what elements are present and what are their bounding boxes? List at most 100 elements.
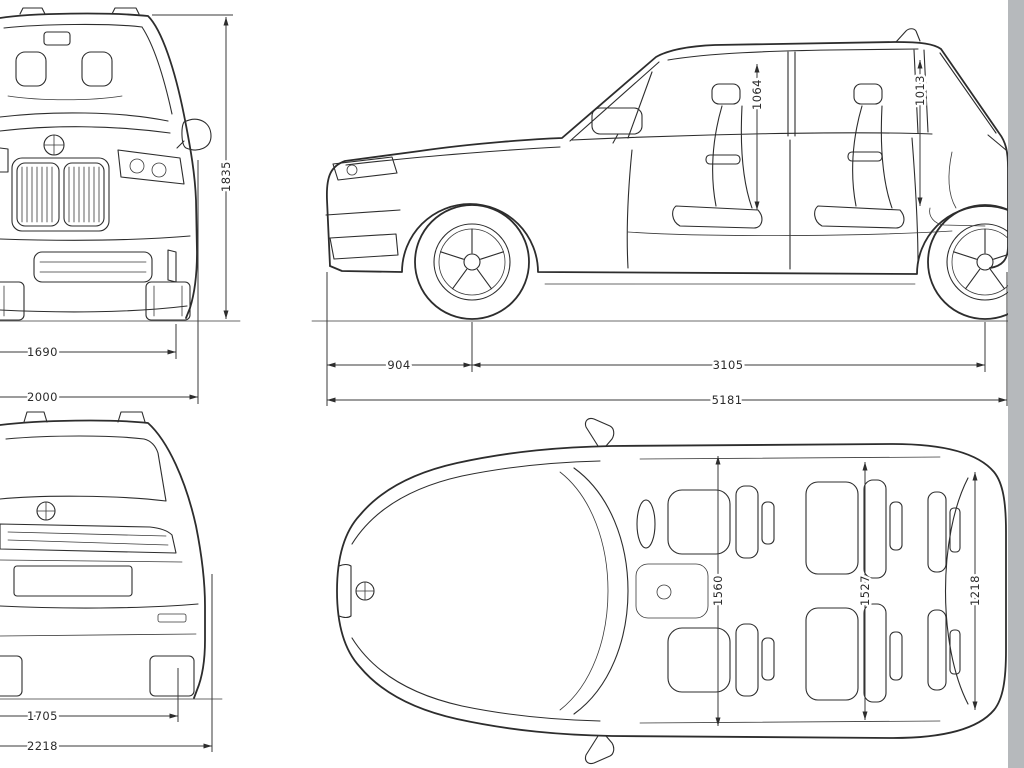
- front-bumper-detail: [325, 209, 401, 260]
- seat-headrest: [949, 507, 961, 553]
- grille-kidney-left: [16, 162, 60, 227]
- dim-height-label: 1835: [219, 161, 233, 192]
- front-hub: [463, 253, 481, 271]
- front-bumper-line: [0, 235, 191, 241]
- rear-tire: [927, 204, 1024, 320]
- reflector-right: [157, 613, 187, 623]
- rear-hub: [976, 253, 994, 271]
- seat-back: [927, 491, 947, 573]
- hood-contours: [351, 460, 601, 722]
- tailgate-seam: [0, 559, 183, 563]
- seat-headrest: [761, 637, 775, 681]
- third-row-hint: [929, 151, 986, 227]
- right-edge-strip: [1008, 0, 1024, 768]
- mirror-bottom: [584, 735, 615, 765]
- side-intake: [167, 249, 177, 283]
- headlight-lens-2: [151, 162, 167, 178]
- seat-cushion: [805, 481, 859, 575]
- rear-window: [0, 435, 167, 502]
- steering-wheel: [636, 499, 656, 549]
- dim-wheelbase-label: 3105: [713, 358, 744, 372]
- front-seat: [672, 105, 763, 229]
- rear-spokes: [953, 228, 1017, 290]
- door-cut-lines: [626, 137, 919, 270]
- glasshouse-top: [667, 48, 919, 61]
- mid-seat-headrest: [853, 83, 883, 105]
- dim-track-label: 1690: [27, 345, 58, 359]
- side-headlight: [332, 156, 398, 181]
- rear-roof-rails: [23, 411, 146, 423]
- rearview-mirror: [43, 31, 71, 46]
- dim-row1-width-label: 1560: [711, 575, 725, 606]
- mirror-right: [176, 118, 212, 151]
- d-pillar-inner: [939, 52, 997, 134]
- mid-seat: [814, 105, 905, 229]
- front-view: 1835 1690 2000: [0, 7, 241, 407]
- grille-kidney-right: [63, 162, 105, 227]
- front-extension-lines: [152, 14, 233, 404]
- seat-headrest: [761, 501, 775, 545]
- roof-edges: [639, 456, 941, 724]
- dim-overhang-label: 904: [387, 358, 410, 372]
- center-console: [635, 563, 709, 619]
- front-seat-headrest: [711, 83, 741, 105]
- cowl-hood-lines: [0, 112, 171, 134]
- seat-back: [735, 485, 759, 559]
- rear-roundel-cross: [36, 501, 56, 521]
- rear-body-outline: [0, 419, 206, 699]
- dim-headroom-front-label: 1064: [750, 79, 764, 110]
- taillight-edge: [987, 134, 1007, 151]
- floor-line: [627, 230, 953, 237]
- side-mirror: [591, 107, 643, 144]
- bmw-roundel-cross: [43, 134, 65, 156]
- dim-rear-track-label: 1705: [27, 709, 58, 723]
- windshield-arc: [573, 467, 629, 715]
- intake-mesh: [39, 261, 147, 273]
- hood-crease: [345, 146, 561, 166]
- seat-back: [927, 609, 947, 691]
- taillight-bar: [0, 523, 177, 554]
- top-roundel-cross: [355, 581, 375, 601]
- nose-grille: [338, 563, 352, 619]
- windshield-inner: [569, 61, 660, 142]
- roof-antenna-fin: [895, 28, 921, 43]
- lower-intake: [33, 251, 153, 283]
- side-headlight-lens: [346, 164, 358, 176]
- seat-back: [863, 603, 887, 703]
- gear-shifter: [656, 584, 672, 600]
- b-pillar: [787, 51, 796, 137]
- seat-back: [735, 623, 759, 697]
- middle-row-seats-plan: [805, 479, 903, 703]
- top-view: 1560 1527 1218: [336, 417, 1007, 765]
- front-body-outline: [0, 12, 198, 319]
- dim-row2-width-label: 1527: [858, 575, 872, 606]
- dim-headroom-rear-label: 1013: [913, 75, 927, 106]
- front-spokes: [440, 228, 504, 290]
- dim-rear-width-label: 2218: [27, 739, 58, 753]
- top-body-outline: [336, 443, 1007, 739]
- seat-headrest: [889, 501, 903, 551]
- headlight-left: [0, 147, 9, 173]
- a-pillar-window-edge: [627, 71, 653, 139]
- rear-window-arc: [944, 477, 969, 705]
- rear-view: 1705 2218: [0, 411, 223, 756]
- side-body-outline: [326, 41, 1009, 269]
- dim-row3-width-label: 1218: [968, 575, 982, 606]
- grille-frame: [11, 157, 110, 232]
- rear-bumper-line: [0, 603, 199, 609]
- third-row-seats-plan: [927, 491, 961, 691]
- seat-headrest: [889, 631, 903, 681]
- mirror-top: [584, 417, 615, 447]
- tire-treads: [3, 285, 183, 317]
- license-plate-recess: [13, 565, 133, 597]
- tire-left: [0, 281, 25, 321]
- side-view: 1064 1013 904 3105 5181: [311, 28, 1024, 410]
- windshield: [3, 23, 173, 115]
- front-bumper-bottom: [0, 305, 188, 313]
- side-extension-lines: [326, 272, 1008, 406]
- front-tire: [414, 204, 530, 320]
- headlight-lens-1: [129, 158, 145, 174]
- tire-right: [145, 281, 191, 321]
